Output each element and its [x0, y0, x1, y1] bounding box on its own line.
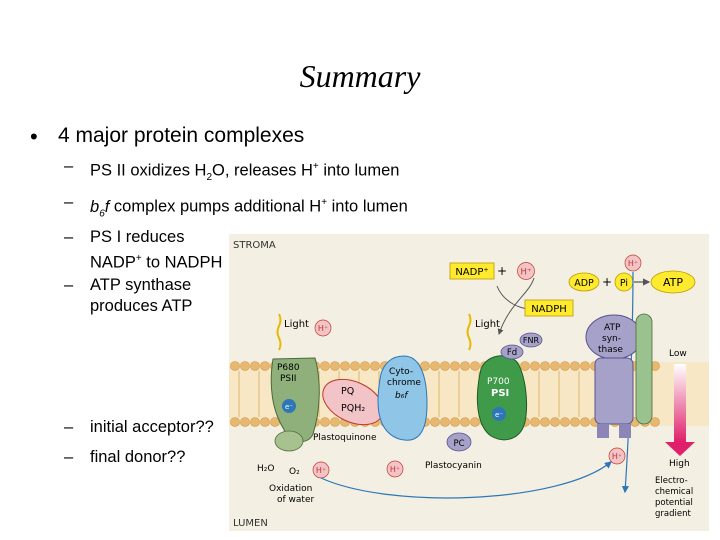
- proton-label: H⁺: [612, 452, 622, 461]
- plastocyanin-label: Plastocyanin: [425, 461, 482, 471]
- proton-label: H⁺: [316, 466, 326, 475]
- atp-synthase-label-3: thase: [598, 345, 623, 355]
- dash: –: [64, 448, 74, 466]
- dash: –: [64, 418, 74, 436]
- plus-sign-2: +: [602, 275, 612, 289]
- proton-circle: [386, 460, 404, 478]
- cyto-label-1: Cyto-: [389, 367, 413, 377]
- gradient-label-3: potential: [655, 498, 693, 508]
- light-label-1: Light: [284, 319, 309, 330]
- pi-label: Pi: [620, 278, 628, 289]
- light-squiggle-2: [466, 313, 472, 351]
- photosynthesis-diagram: STROMA LUMEN NADP⁺ + H⁺ NADPH ADP + Pi A…: [229, 234, 709, 531]
- slide-title: Summary: [299, 58, 421, 94]
- atp-synthase-stalk: [635, 313, 653, 425]
- high-label: High: [669, 459, 690, 469]
- sub-item-text: final donor??: [90, 448, 186, 466]
- plastoquinone-label: Plastoquinone: [313, 433, 377, 443]
- adp-label: ADP: [574, 278, 594, 289]
- proton-circle: [314, 319, 332, 337]
- proton-circle: [517, 262, 535, 280]
- cyto-label-2: chrome: [387, 378, 421, 388]
- atp-oval: [650, 270, 696, 294]
- sub-item-text: initial acceptor??: [90, 418, 214, 436]
- gradient-label-4: gradient: [655, 509, 691, 519]
- oxidation-label-2: of water: [277, 495, 314, 505]
- fnr-oval: [519, 332, 543, 348]
- plus-sign: +: [497, 264, 507, 278]
- dash: –: [64, 228, 74, 246]
- psi-label: PSI: [491, 388, 509, 399]
- electron-icon: [492, 407, 506, 421]
- proton-circle: [624, 254, 642, 272]
- fd-oval: [500, 344, 524, 360]
- proton-label: H⁺: [390, 465, 400, 474]
- light-label-2: Light: [475, 319, 500, 330]
- cyto-label-3: b₆f: [395, 391, 409, 401]
- psii-label: PSII: [280, 374, 296, 384]
- nadph-label: NADPH: [531, 304, 567, 315]
- proton-label: H⁺: [318, 324, 328, 333]
- pc-oval: [446, 432, 472, 452]
- oxidation-label-1: Oxidation: [269, 484, 312, 494]
- low-label: Low: [669, 349, 687, 359]
- electron-label: e⁻: [495, 411, 503, 419]
- pc-label: PC: [453, 439, 464, 449]
- lumen-label: LUMEN: [233, 518, 268, 529]
- gradient-indicator: Low High Electro- chemical potential gra…: [655, 349, 695, 519]
- p680-label: P680: [277, 363, 300, 373]
- sub-item-text: b6f complex pumps additional H+ into lum…: [90, 197, 408, 219]
- arrow-nadp: [497, 277, 535, 335]
- proton-circle: [608, 447, 626, 465]
- light-squiggle-1: [276, 313, 282, 351]
- proton-label: H⁺: [628, 259, 638, 268]
- fnr-label: FNR: [523, 336, 540, 345]
- electron-icon: [282, 399, 296, 413]
- adp-oval: [568, 272, 600, 292]
- gradient-label-2: chemical: [655, 487, 693, 497]
- nadp-box: [449, 262, 495, 280]
- o2-label: O₂: [289, 467, 300, 477]
- h2o-label: H₂O: [257, 464, 274, 474]
- cytochrome-b6f: Cyto- chrome b₆f: [377, 355, 428, 441]
- gradient-label-1: Electro-: [655, 476, 688, 486]
- nadp-label: NADP⁺: [455, 267, 488, 278]
- dash: –: [64, 193, 74, 211]
- plastoquinone: PQ PQH₂ Plastoquinone: [313, 378, 384, 443]
- pq-label: PQ: [341, 386, 354, 397]
- pqh2-label: PQH₂: [341, 403, 365, 414]
- atp-synthase-label-2: syn-: [602, 334, 621, 344]
- psi-complex: P700 PSI e⁻: [476, 355, 528, 441]
- psii-complex: P680 PSII e⁻: [270, 357, 320, 452]
- p700-label: P700: [487, 377, 510, 387]
- atp-synthase-label-1: ATP: [604, 323, 621, 333]
- sub-item-text: PS II oxidizes H2O, releases H+ into lum…: [90, 161, 400, 183]
- dash: –: [64, 276, 74, 294]
- dash: –: [64, 157, 74, 175]
- stroma-label: STROMA: [233, 240, 276, 251]
- main-bullet-text: 4 major protein complexes: [58, 124, 305, 147]
- atp-label: ATP: [663, 276, 683, 289]
- bullet-dot: •: [30, 124, 38, 149]
- proton-label: H⁺: [521, 268, 532, 278]
- arrow-lumen-protons: [320, 461, 612, 499]
- electron-label: e⁻: [285, 403, 293, 411]
- arrow-nadph: [496, 285, 526, 309]
- fd-label: Fd: [507, 348, 517, 358]
- atp-synthase: ATP syn- thase: [585, 314, 643, 438]
